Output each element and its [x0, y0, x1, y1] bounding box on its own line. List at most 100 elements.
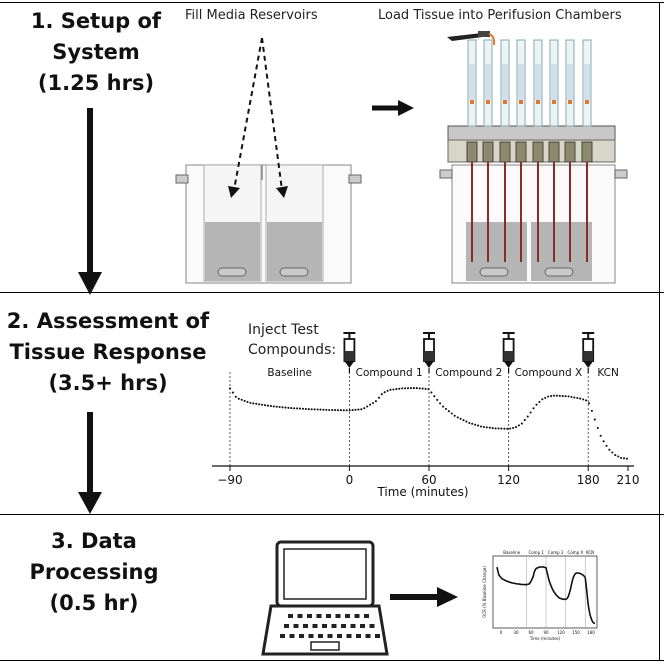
data-point — [617, 455, 620, 458]
phase-label: Compound 2 — [435, 367, 502, 379]
data-point — [275, 405, 278, 408]
data-point — [622, 457, 626, 460]
thumbnail-phase-label: Comp 2 — [548, 550, 564, 555]
x-tick-label: 0 — [346, 473, 354, 487]
data-point — [550, 395, 553, 398]
processing-arrow — [390, 587, 458, 607]
tissue-marker — [503, 100, 507, 104]
fill-arrows — [228, 37, 288, 198]
x-tick-label: 120 — [497, 473, 520, 487]
chamber-clamp — [482, 141, 494, 163]
keyboard-key — [307, 614, 312, 618]
data-point — [293, 407, 296, 410]
chart-x-label: Time (minutes) — [376, 485, 468, 499]
data-point — [453, 414, 456, 417]
data-point — [392, 388, 395, 391]
tissue-marker — [568, 100, 572, 104]
data-point — [281, 406, 284, 409]
data-point — [611, 451, 614, 454]
flow-arrow-1 — [78, 108, 102, 295]
pipette-icon — [447, 31, 496, 46]
data-point — [284, 406, 287, 409]
data-point — [430, 391, 433, 394]
data-point — [477, 424, 480, 427]
data-point — [526, 415, 529, 418]
data-point — [552, 394, 556, 397]
keyboard-key — [299, 634, 304, 638]
syringe-icon — [502, 332, 515, 373]
data-point — [307, 408, 310, 411]
tube-media — [502, 64, 508, 100]
keyboard-key — [308, 634, 314, 638]
inject-label: Inject Test Compounds: — [248, 320, 336, 360]
data-point — [442, 405, 445, 408]
syringe-icon — [423, 332, 435, 373]
keyboard-key — [303, 624, 308, 628]
keyboard-key — [312, 624, 318, 628]
data-point — [579, 397, 582, 400]
data-point — [424, 387, 427, 390]
data-point — [517, 424, 520, 427]
data-point — [298, 407, 302, 410]
keyboard-key — [289, 634, 295, 638]
keyboard-key — [364, 614, 369, 618]
data-point — [278, 405, 281, 409]
x-tick-label: 180 — [577, 473, 600, 487]
data-point — [447, 410, 450, 413]
data-point — [261, 403, 264, 406]
data-point — [567, 395, 570, 398]
step-1-line2: System — [52, 40, 140, 64]
panel-border-right — [659, 2, 660, 660]
data-point — [468, 421, 471, 425]
keyboard-key — [293, 624, 299, 628]
data-point — [459, 417, 462, 420]
chamber-clamp — [466, 141, 478, 163]
data-point — [290, 407, 293, 410]
data-point — [395, 388, 398, 391]
thumbnail-x-label: Time (minutes) — [529, 636, 561, 641]
data-point — [386, 389, 389, 392]
keyboard-key — [356, 634, 361, 638]
data-point — [319, 408, 322, 411]
tube-media — [567, 64, 573, 100]
data-point — [532, 407, 535, 410]
data-point — [342, 409, 345, 412]
keyboard-key — [322, 624, 327, 628]
keyboard-key — [316, 614, 322, 618]
data-point — [228, 387, 232, 390]
panel-divider-top — [0, 2, 664, 3]
data-point — [313, 408, 316, 411]
keyboard-key — [331, 624, 337, 628]
data-point — [582, 398, 585, 401]
data-point — [360, 408, 363, 411]
chamber-clamp — [499, 141, 511, 163]
data-point — [351, 409, 354, 412]
data-point — [439, 402, 442, 405]
tube-media — [535, 64, 541, 100]
tissue-marker — [552, 100, 556, 104]
data-point — [593, 418, 596, 421]
panel-divider-1 — [0, 292, 664, 293]
data-point — [485, 426, 488, 429]
data-point — [287, 406, 290, 409]
thumbnail-tick-label: 150 — [572, 630, 580, 635]
data-point — [398, 387, 401, 390]
data-point — [415, 387, 418, 390]
data-point — [380, 393, 383, 396]
inject-line2: Compounds: — [248, 342, 337, 358]
data-point — [541, 398, 544, 401]
panel-divider-2 — [0, 514, 664, 515]
data-point — [427, 388, 430, 391]
chamber-clamp — [515, 141, 527, 163]
tube-media — [485, 64, 491, 100]
keyboard-key — [375, 634, 380, 638]
step-3-line1: 3. Data — [51, 529, 137, 553]
phase-label: Compound 1 — [356, 367, 423, 379]
data-point — [436, 398, 439, 401]
data-point — [558, 394, 561, 397]
data-point — [590, 409, 593, 412]
step-2-line1: 2. Assessment of — [6, 309, 210, 333]
data-point — [608, 448, 611, 451]
